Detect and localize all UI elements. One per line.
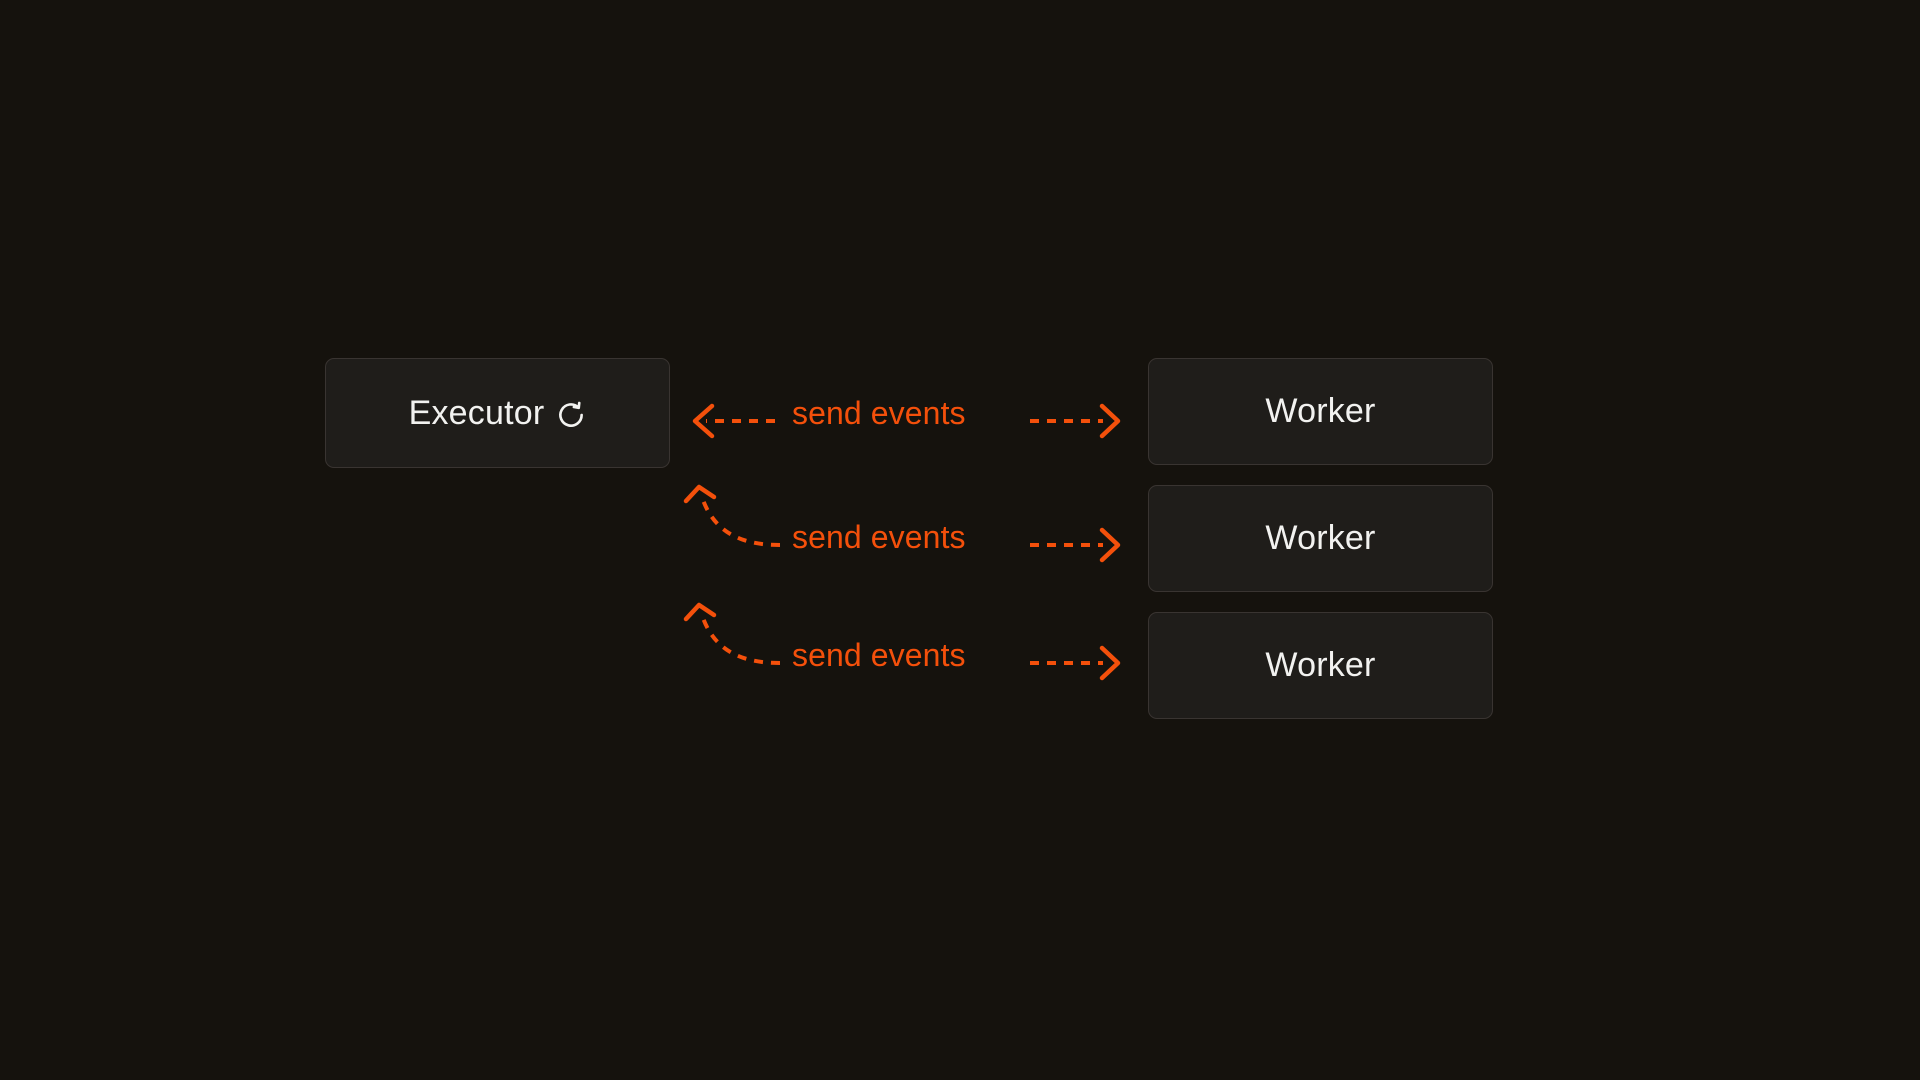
node-worker-2[interactable]: Worker [1148, 485, 1493, 592]
edge-1-right-arrowhead [1099, 403, 1121, 439]
node-worker-2-label: Worker [1265, 519, 1376, 557]
node-executor-label: Executor [408, 393, 545, 432]
node-worker-3-label: Worker [1265, 646, 1376, 684]
edge-3-label: send events [792, 637, 966, 673]
edge-1-left-arrowhead [692, 403, 715, 439]
node-worker-1-label: Worker [1265, 392, 1376, 430]
edge-3-curve-arrowhead [683, 602, 717, 622]
edge-2-label: send events [792, 519, 966, 555]
node-worker-1[interactable]: Worker [1148, 358, 1493, 465]
edge-1-label: send events [792, 395, 966, 431]
edge-2-curve-line [701, 499, 781, 547]
edge-2-right-arrowhead [1099, 527, 1121, 563]
edge-3-right-arrowhead [1099, 645, 1121, 681]
edge-3-curve-line [701, 617, 781, 665]
refresh-icon [556, 400, 586, 430]
node-worker-3[interactable]: Worker [1148, 612, 1493, 719]
node-executor[interactable]: Executor [325, 358, 670, 468]
edge-2-curve-arrowhead [683, 484, 717, 504]
